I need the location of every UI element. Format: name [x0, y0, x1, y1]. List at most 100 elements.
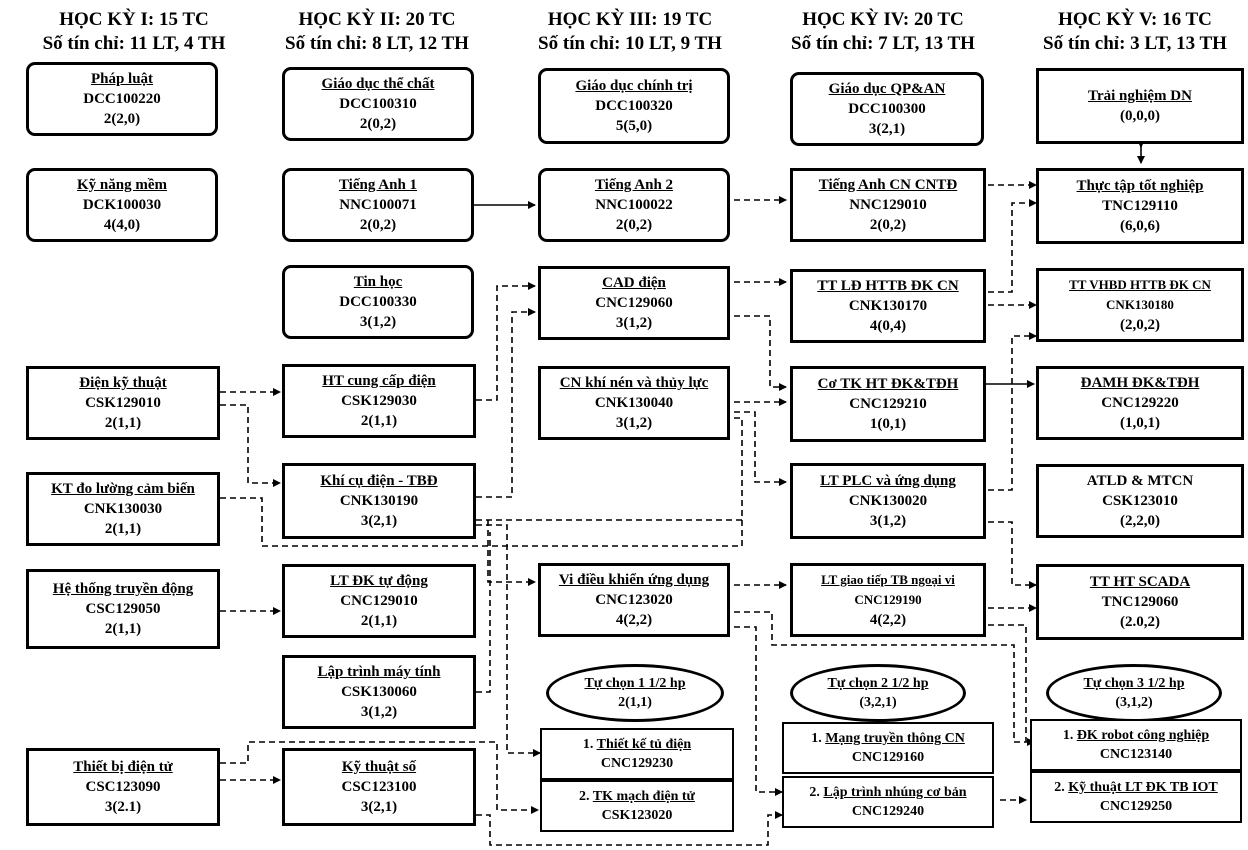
course-credit: 3(1,2)	[869, 513, 907, 529]
course-box-khi-cu-dien[interactable]: Khí cụ điện - TBĐ CNK130190 3(2,1)	[282, 463, 476, 539]
course-box-dien-ky-thuat[interactable]: Điện kỹ thuật CSK129010 2(1,1)	[26, 366, 220, 440]
course-box-thiet-bi-dien-tu[interactable]: Thiết bị điện tử CSC123090 3(2.1)	[26, 748, 220, 826]
link-khi-cu-to-vdk	[487, 520, 536, 586]
course-code: DCC100320	[595, 98, 673, 114]
course-box-giao-duc-the-chat[interactable]: Giáo dục thể chất DCC100310 2(0,2)	[282, 67, 474, 141]
course-box-vi-dieu-khien[interactable]: Vi điều khiển ứng dụng CNC123020 4(2,2)	[538, 563, 730, 637]
course-box-tt-ld-httb[interactable]: TT LĐ HTTB ĐK CN CNK130170 4(0,4)	[790, 269, 986, 343]
option-code: CNC123140	[1099, 747, 1173, 762]
link-tbdt-to-e1	[220, 741, 539, 814]
course-code: CSC123100	[341, 779, 417, 795]
course-credit: (1,0,1)	[1120, 415, 1160, 431]
course-name: Hệ thống truyền động	[52, 581, 194, 597]
course-name: Tiếng Anh CN CNTĐ	[818, 177, 958, 193]
course-code: CNK130020	[848, 493, 928, 509]
course-credit: 1(0,1)	[869, 416, 907, 432]
course-box-cad-dien[interactable]: CAD điện CNC129060 3(1,2)	[538, 266, 730, 340]
course-name: TT HT SCADA	[1089, 574, 1191, 590]
link-dien-kt-to-khi-cu	[220, 404, 281, 487]
course-box-phap-luat[interactable]: Pháp luật DCC100220 2(2,0)	[26, 62, 218, 136]
elective-3-option-1[interactable]: 1. ĐK robot công nghiệp CNC123140	[1030, 719, 1242, 771]
option-name: Kỹ thuật LT ĐK TB IOT	[1068, 780, 1218, 795]
link-khi-nen-to-plc	[734, 411, 787, 486]
course-credit: (2,0,2)	[1120, 317, 1160, 333]
option-title: 1. Thiết kế tủ điện	[583, 735, 691, 754]
course-name: Khí cụ điện - TBĐ	[320, 473, 438, 489]
course-name: LT PLC và ứng dụng	[820, 473, 956, 489]
course-name: Pháp luật	[90, 71, 154, 87]
course-credit: (6,0,6)	[1120, 218, 1160, 234]
course-name: CAD điện	[602, 275, 666, 291]
course-box-thuc-tap-tn[interactable]: Thực tập tốt nghiệp TNC129110 (6,0,6)	[1036, 168, 1244, 244]
elective-2-option-1[interactable]: 1. Mạng truyền thông CN CNC129160	[782, 722, 994, 774]
course-name: Thực tập tốt nghiệp	[1076, 178, 1204, 194]
elective-label: Tự chọn 2 1/2 hp	[827, 676, 929, 691]
link-plc-to-scada	[988, 521, 1037, 589]
option-name: Lập trình nhúng cơ bản	[823, 785, 967, 800]
course-box-co-tk-ht[interactable]: Cơ TK HT ĐK&TĐH CNC129210 1(0,1)	[790, 366, 986, 442]
course-code: CNK130040	[594, 395, 674, 411]
link-ltmt-to-khi-cu	[476, 532, 491, 693]
link-khi-cu-to-e1-opt1	[476, 524, 541, 757]
link-vdk-to-e2-opt2	[734, 626, 783, 796]
course-name: TT LĐ HTTB ĐK CN	[817, 278, 959, 294]
course-box-ht-cung-cap-dien[interactable]: HT cung cấp điện CSK129030 2(1,1)	[282, 364, 476, 438]
course-code: NNC100071	[339, 197, 417, 213]
course-box-he-thong-truyen-dong[interactable]: Hệ thống truyền động CSC129050 2(1,1)	[26, 569, 220, 649]
elective-2-option-2[interactable]: 2. Lập trình nhúng cơ bản CNC129240	[782, 776, 994, 828]
course-box-tieng-anh-1[interactable]: Tiếng Anh 1 NNC100071 2(0,2)	[282, 168, 474, 242]
course-box-tt-ht-scada[interactable]: TT HT SCADA TNC129060 (2.0,2)	[1036, 564, 1244, 640]
course-box-cn-khi-nen[interactable]: CN khí nén và thủy lực CNK130040 3(1,2)	[538, 366, 730, 440]
course-credit: 2(0,2)	[359, 217, 397, 233]
course-code: CSK129010	[85, 395, 161, 411]
elective-3-option-2[interactable]: 2. Kỹ thuật LT ĐK TB IOT CNC129250	[1030, 771, 1242, 823]
course-name: CN khí nén và thủy lực	[559, 375, 709, 391]
course-box-lt-dk-tu-dong[interactable]: LT ĐK tự động CNC129010 2(1,1)	[282, 564, 476, 638]
elective-credit: (3,1,2)	[1115, 695, 1153, 710]
course-box-lap-trinh-may-tinh[interactable]: Lập trình máy tính CSK130060 3(1,2)	[282, 655, 476, 729]
course-code: CSK130060	[341, 684, 417, 700]
course-box-kt-do-luong[interactable]: KT đo lường cảm biến CNK130030 2(1,1)	[26, 472, 220, 546]
course-box-damh[interactable]: ĐAMH ĐK&TĐH CNC129220 (1,0,1)	[1036, 366, 1244, 440]
course-name: Cơ TK HT ĐK&TĐH	[817, 376, 959, 392]
course-code: NNC100022	[595, 197, 673, 213]
course-code: CNK130170	[848, 298, 928, 314]
course-credit: 4(4,0)	[103, 217, 141, 233]
elective-group-1-oval: Tự chọn 1 1/2 hp 2(1,1)	[546, 664, 724, 722]
link-tt-ld-to-thuc-tap	[988, 199, 1037, 293]
course-box-tin-hoc[interactable]: Tin học DCC100330 3(1,2)	[282, 265, 474, 339]
course-box-lt-giao-tiep[interactable]: LT giao tiếp TB ngoại vi CNC129190 4(2,2…	[790, 563, 986, 637]
option-name: TK mạch điện tử	[592, 789, 695, 804]
course-name: TT VHBD HTTB ĐK CN	[1069, 277, 1211, 292]
course-box-giao-duc-chinh-tri[interactable]: Giáo dục chính trị DCC100320 5(5,0)	[538, 68, 730, 144]
elective-1-option-2[interactable]: 2. TK mạch điện tử CSK123020	[540, 780, 734, 832]
course-credit: 3(2.1)	[104, 799, 142, 815]
course-code: DCC100330	[339, 294, 417, 310]
course-name: Tiếng Anh 2	[594, 177, 674, 193]
course-credit: 2(0,2)	[359, 116, 397, 132]
course-box-tieng-anh-2[interactable]: Tiếng Anh 2 NNC100022 2(0,2)	[538, 168, 730, 242]
course-name: Tin học	[353, 274, 403, 290]
elective-group-2-oval: Tự chọn 2 1/2 hp (3,2,1)	[790, 664, 966, 722]
option-number: 1.	[582, 737, 594, 752]
semester-4-header: HỌC KỲ IV: 20 TC Số tín chỉ: 7 LT, 13 TH	[758, 8, 1008, 56]
course-box-tieng-anh-cn[interactable]: Tiếng Anh CN CNTĐ NNC129010 2(0,2)	[790, 168, 986, 242]
course-box-ky-thuat-so[interactable]: Kỹ thuật số CSC123100 3(2,1)	[282, 748, 476, 826]
course-box-ky-nang-mem[interactable]: Kỹ năng mềm DCK100030 4(4,0)	[26, 168, 218, 242]
option-code: CSK123020	[601, 808, 673, 823]
course-box-tt-vhbd[interactable]: TT VHBD HTTB ĐK CN CNK130180 (2,0,2)	[1036, 268, 1244, 342]
elective-label: Tự chọn 3 1/2 hp	[1083, 676, 1185, 691]
course-code: CNK130180	[1106, 297, 1174, 312]
course-box-lt-plc[interactable]: LT PLC và ứng dụng CNK130020 3(1,2)	[790, 463, 986, 539]
semester-credits: Số tín chỉ: 11 LT, 4 TH	[42, 33, 226, 54]
course-name: Kỹ năng mềm	[77, 177, 167, 193]
course-credit: 4(2,2)	[615, 612, 653, 628]
course-code: DCC100300	[848, 101, 926, 117]
course-box-trai-nghiem-dn[interactable]: Trải nghiệm DN (0,0,0)	[1036, 68, 1244, 144]
course-box-atld[interactable]: ATLD & MTCN CSK123010 (2,2,0)	[1036, 464, 1244, 538]
course-box-giao-duc-qpan[interactable]: Giáo dục QP&AN DCC100300 3(2,1)	[790, 72, 984, 146]
course-credit: 2(2,0)	[103, 111, 141, 127]
elective-1-option-1[interactable]: 1. Thiết kế tủ điện CNC129230	[540, 728, 734, 780]
semester-title: HỌC KỲ II: 20 TC	[298, 9, 456, 30]
